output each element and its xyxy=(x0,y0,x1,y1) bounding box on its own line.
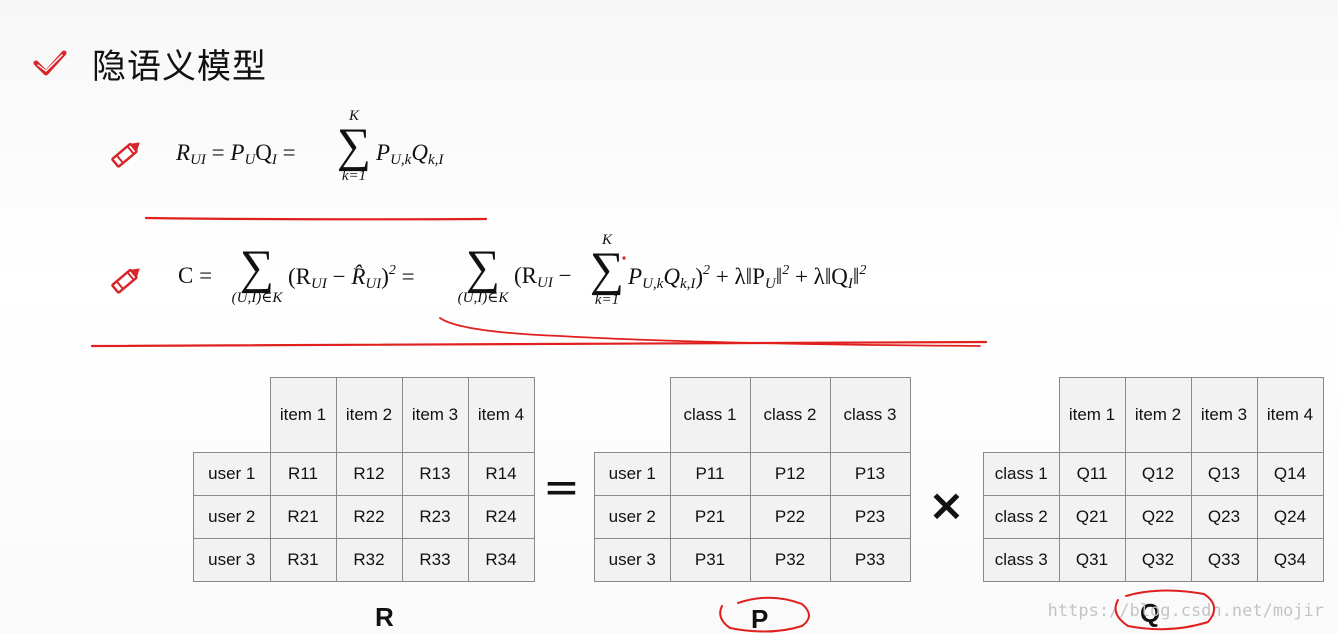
matrix-r-label: R xyxy=(375,602,394,632)
row-header: user 3 xyxy=(193,537,271,582)
matrix-cell: Q34 xyxy=(1256,537,1324,582)
sum-operator: K ∑ k=1 xyxy=(589,232,625,308)
matrix-cell: R23 xyxy=(401,494,469,539)
matrix-cell: P21 xyxy=(669,494,751,539)
matrix-cell: P23 xyxy=(829,494,911,539)
matrix-cell: R32 xyxy=(335,537,403,582)
times-sign: × xyxy=(928,480,965,531)
slide-header: 隐语义模型 xyxy=(30,38,267,88)
sum-operator: K ∑ k=1 xyxy=(336,108,372,184)
formula-1-lhs: RUI = PUQI = xyxy=(176,140,296,168)
matrix-cell: Q23 xyxy=(1190,494,1258,539)
formula-2-error-term: (RUI − R̂UI)2 = xyxy=(288,263,415,292)
matrix-cell: Q22 xyxy=(1124,494,1192,539)
matrix-cell: R22 xyxy=(335,494,403,539)
matrix-cell: P31 xyxy=(669,537,751,582)
matrix-cell: Q33 xyxy=(1190,537,1258,582)
formula-2-group: (RUI − xyxy=(514,263,572,291)
matrix-cell: Q12 xyxy=(1124,451,1192,496)
column-header: item 3 xyxy=(401,377,469,453)
matrix-cell: R13 xyxy=(401,451,469,496)
matrix-cell: P22 xyxy=(749,494,831,539)
matrix-cell: Q14 xyxy=(1256,451,1324,496)
matrix-q-label: Q xyxy=(1140,598,1161,628)
row-header: user 1 xyxy=(193,451,271,496)
formula-1-term: PU,kQk,I xyxy=(376,140,444,168)
matrix-cell: R24 xyxy=(467,494,535,539)
sum-operator: ∑ (U,I)∈K xyxy=(231,241,283,307)
column-header: item 1 xyxy=(1058,377,1126,453)
formula-2-regularization: PU,kQk,I)2 + λ‖PU‖2 + λ‖QI‖2 xyxy=(628,263,867,292)
slide-title: 隐语义模型 xyxy=(92,46,267,87)
column-header: item 1 xyxy=(269,377,337,453)
matrix-cell: Q13 xyxy=(1190,451,1258,496)
row-header: user 2 xyxy=(193,494,271,539)
column-header: item 4 xyxy=(467,377,535,453)
matrix-cell: R14 xyxy=(467,451,535,496)
checkmark-icon xyxy=(33,50,67,76)
matrix-cell: Q32 xyxy=(1124,537,1192,582)
column-header: item 4 xyxy=(1256,377,1324,453)
matrix-cell: R11 xyxy=(269,451,337,496)
column-header: class 3 xyxy=(829,377,911,453)
matrix-cell: Q31 xyxy=(1058,537,1126,582)
column-header: item 3 xyxy=(1190,377,1258,453)
row-header: class 1 xyxy=(983,451,1060,496)
matrix-cell: R34 xyxy=(467,537,535,582)
matrix-cell: R21 xyxy=(269,494,337,539)
pencil-icon xyxy=(111,268,140,294)
sum-operator: ∑ (U,I)∈K xyxy=(457,241,509,307)
matrix-cell: Q11 xyxy=(1058,451,1126,496)
equals-sign: = xyxy=(543,462,580,513)
matrix-cell: P32 xyxy=(749,537,831,582)
matrix-cell: P11 xyxy=(669,451,751,496)
matrix-cell: R31 xyxy=(269,537,337,582)
column-header: class 2 xyxy=(749,377,831,453)
row-header: user 2 xyxy=(594,494,671,539)
pencil-icon xyxy=(111,142,140,168)
matrix-cell: P33 xyxy=(829,537,911,582)
formula-2-lhs: C = xyxy=(178,263,213,288)
matrix-p-label: P xyxy=(751,604,769,634)
row-header: user 1 xyxy=(594,451,671,496)
column-header: item 2 xyxy=(1124,377,1192,453)
matrix-cell: Q24 xyxy=(1256,494,1324,539)
row-header: class 2 xyxy=(983,494,1060,539)
column-header: class 1 xyxy=(669,377,751,453)
row-header: user 3 xyxy=(594,537,671,582)
